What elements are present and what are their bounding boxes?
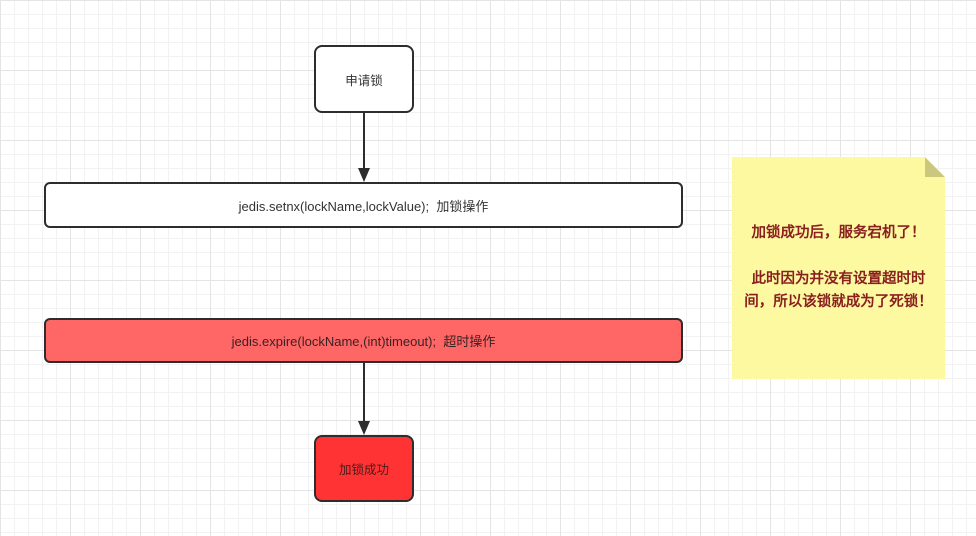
note-folded-corner-icon: [925, 157, 945, 177]
flow-node-setnx: jedis.setnx(lockName,lockValue); 加锁操作: [44, 182, 683, 228]
sticky-note-text: 加锁成功后，服务宕机了！ 此时因为并没有设置超时时间，所以该锁就成为了死锁！: [740, 222, 937, 315]
flow-node-expire: jedis.expire(lockName,(int)timeout); 超时操…: [44, 318, 683, 363]
flow-node-lock-success-label: 加锁成功: [338, 463, 389, 477]
arrowhead-down-icon: [358, 168, 370, 182]
arrowhead-down-icon: [358, 421, 370, 435]
sticky-note: 加锁成功后，服务宕机了！ 此时因为并没有设置超时时间，所以该锁就成为了死锁！: [732, 157, 945, 379]
flow-node-lock-success: 加锁成功: [314, 435, 414, 502]
flow-node-apply-lock-label: 申请锁: [345, 73, 383, 88]
arrow-expire-to-success: [358, 363, 370, 435]
sticky-note-paragraph-1: 加锁成功后，服务宕机了！: [751, 224, 926, 241]
flow-node-expire-label: jedis.expire(lockName,(int)timeout); 超时操…: [231, 334, 496, 349]
sticky-note-paragraph-2: 此时因为并没有设置超时时间，所以该锁就成为了死锁！: [744, 270, 933, 311]
flow-node-apply-lock: 申请锁: [314, 45, 414, 113]
arrow-apply-to-setnx: [358, 113, 370, 182]
flow-node-setnx-label: jedis.setnx(lockName,lockValue); 加锁操作: [238, 198, 489, 214]
